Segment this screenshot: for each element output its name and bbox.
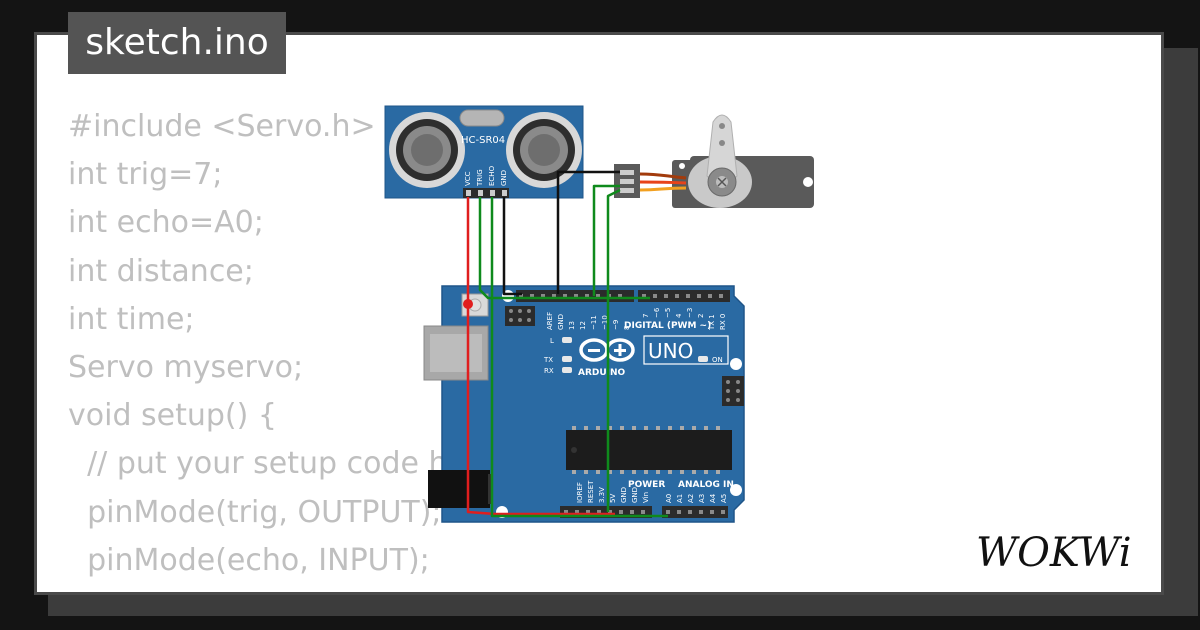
wire-servo-signal bbox=[592, 184, 620, 296]
code-line: pinMode(trig, OUTPUT); bbox=[68, 494, 442, 530]
wire-vcc bbox=[466, 197, 615, 516]
code-line: Servo myservo; bbox=[68, 349, 304, 385]
sensor-model-label: HC-SR04 bbox=[461, 135, 505, 146]
pin-label: ~6 bbox=[653, 307, 661, 318]
icsp-header-right bbox=[722, 376, 744, 406]
pin-label: 12 bbox=[579, 321, 587, 330]
pin-label: GND bbox=[631, 487, 639, 503]
pin-label: 13 bbox=[568, 321, 576, 330]
wire-echo bbox=[490, 197, 668, 518]
code-line: pinMode(echo, INPUT); bbox=[68, 542, 430, 578]
pin-label: ~3 bbox=[686, 308, 694, 318]
pin-label: GND bbox=[500, 170, 508, 186]
power-indicator bbox=[463, 299, 473, 309]
pin-label: GND bbox=[620, 487, 628, 503]
code-line: ... ........ ...(...) bbox=[68, 585, 448, 592]
led-label: RX bbox=[544, 367, 554, 375]
analog-header bbox=[662, 506, 728, 518]
digital-pwm-label: DIGITAL (PWM ~) bbox=[624, 321, 711, 331]
pin-label: IOREF bbox=[576, 482, 584, 503]
code-line: int distance; bbox=[68, 253, 254, 289]
pin-label: 2 bbox=[697, 314, 705, 318]
wokwi-logo: WOKWi bbox=[976, 530, 1132, 576]
pin-label: 8 bbox=[623, 326, 631, 330]
pin-label: TRIG bbox=[476, 169, 484, 187]
mounting-hole bbox=[730, 484, 742, 496]
code-line: int time; bbox=[68, 301, 195, 337]
analog-in-label: ANALOG IN bbox=[678, 480, 734, 490]
crystal-oscillator bbox=[459, 109, 505, 127]
pin-label: AREF bbox=[546, 312, 554, 330]
pin-label: VCC bbox=[464, 171, 472, 186]
pin-label: 5V bbox=[609, 494, 617, 503]
pin-label: A5 bbox=[720, 494, 728, 503]
sensor-pin-header bbox=[463, 188, 509, 198]
code-line: void setup() { bbox=[68, 398, 277, 434]
pin-label: 4 bbox=[675, 313, 683, 318]
led-l bbox=[562, 337, 572, 343]
pin-label: A1 bbox=[676, 494, 684, 503]
led-label: TX bbox=[543, 356, 553, 364]
wokwi-logo-text: WOKWi bbox=[976, 530, 1132, 576]
pin-label: TX 1 bbox=[708, 314, 716, 331]
atmega-chip bbox=[566, 426, 732, 474]
pin-label: A3 bbox=[698, 494, 706, 503]
wire-servo-vcc bbox=[606, 188, 621, 512]
wires bbox=[466, 170, 668, 518]
pin-label: Vin bbox=[642, 492, 650, 503]
servo-motor[interactable] bbox=[614, 114, 814, 208]
code-line: // put your setup code h bbox=[68, 446, 448, 482]
pin-label: A0 bbox=[665, 494, 673, 503]
pin-label: ~11 bbox=[590, 315, 598, 330]
transducer-left bbox=[389, 112, 465, 188]
pin-label: ~9 bbox=[612, 320, 620, 330]
led-tx bbox=[562, 356, 572, 362]
pin-label: 7 bbox=[642, 314, 650, 318]
pin-label: A2 bbox=[687, 494, 695, 503]
transducer-right bbox=[506, 112, 582, 188]
code-line: #include <Servo.h> bbox=[68, 109, 376, 144]
power-label: POWER bbox=[628, 480, 665, 490]
led-label: L bbox=[550, 337, 554, 345]
pin-label: ~5 bbox=[664, 308, 672, 318]
code-line: int echo=A0; bbox=[68, 205, 264, 241]
pin-label: A4 bbox=[709, 493, 717, 503]
wire-gnd bbox=[502, 197, 522, 296]
arduino-brand: ARDUINO bbox=[578, 368, 626, 378]
pin-label: 3.3V bbox=[598, 487, 606, 503]
code-editor: #include <Servo.h> int trig=7; int echo=A0… bbox=[68, 103, 448, 592]
arduino-uno-board[interactable]: AREF GND 13 12 ~11 ~10 ~9 8 7 ~6 ~5 4 ~3… bbox=[423, 285, 745, 523]
digital-header-right bbox=[638, 290, 730, 302]
led-on bbox=[698, 356, 708, 362]
led-rx bbox=[562, 367, 572, 373]
mounting-hole bbox=[730, 358, 742, 370]
pin-label: ~10 bbox=[601, 315, 609, 330]
pin-label: RX 0 bbox=[719, 314, 727, 330]
wire-trig bbox=[478, 197, 650, 300]
power-jack bbox=[428, 470, 490, 508]
icsp-header bbox=[505, 306, 535, 326]
pin-label: GND bbox=[557, 314, 565, 330]
uno-label: UNO bbox=[648, 339, 693, 363]
pin-label: ECHO bbox=[488, 165, 496, 186]
led-label: ON bbox=[712, 356, 723, 364]
file-tab[interactable]: sketch.ino bbox=[68, 12, 286, 74]
pin-label: RESET bbox=[587, 480, 595, 503]
wire-servo-gnd bbox=[556, 170, 620, 294]
code-line: int trig=7; bbox=[68, 157, 223, 193]
hc-sr04-sensor[interactable]: HC-SR04 VCC TRIG ECHO GND bbox=[384, 105, 584, 199]
